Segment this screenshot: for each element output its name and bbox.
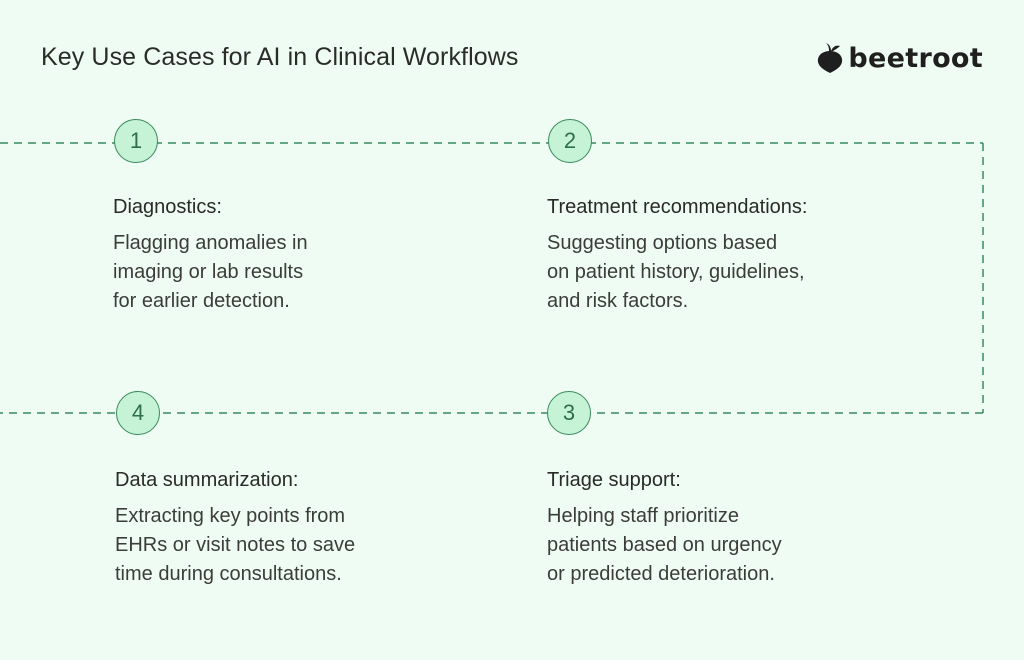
step-card-summarization: Data summarization: Extracting key point… [115, 469, 415, 589]
page-title: Key Use Cases for AI in Clinical Workflo… [41, 43, 519, 71]
step-heading: Diagnostics: [113, 196, 222, 218]
step-heading: Triage support: [547, 469, 681, 491]
step-number-badge: 4 [116, 391, 160, 435]
step-number: 3 [562, 400, 576, 425]
step-card-triage: Triage support: Helping staff prioritize… [547, 469, 847, 589]
step-heading: Data summarization: [115, 469, 299, 491]
step-description: Flagging anomalies in imaging or lab res… [113, 232, 308, 312]
step-number-badge: 2 [548, 119, 592, 163]
step-number-badge: 3 [547, 391, 591, 435]
brand-logo: beetroot [816, 42, 983, 74]
step-number: 2 [563, 128, 577, 153]
beetroot-icon [818, 43, 843, 73]
step-description: Helping staff prioritize patients based … [547, 505, 782, 585]
step-card-diagnostics: Diagnostics: Flagging anomalies in imagi… [113, 196, 413, 316]
step-number: 4 [131, 400, 145, 425]
step-number-badge: 1 [114, 119, 158, 163]
step-heading: Treatment recommendations: [547, 196, 808, 218]
brand-name: beetroot [848, 42, 983, 74]
step-description: Extracting key points from EHRs or visit… [115, 505, 356, 585]
step-description: Suggesting options based on patient hist… [547, 232, 805, 312]
step-number: 1 [129, 128, 143, 153]
step-card-treatment: Treatment recommendations: Suggesting op… [547, 196, 847, 316]
